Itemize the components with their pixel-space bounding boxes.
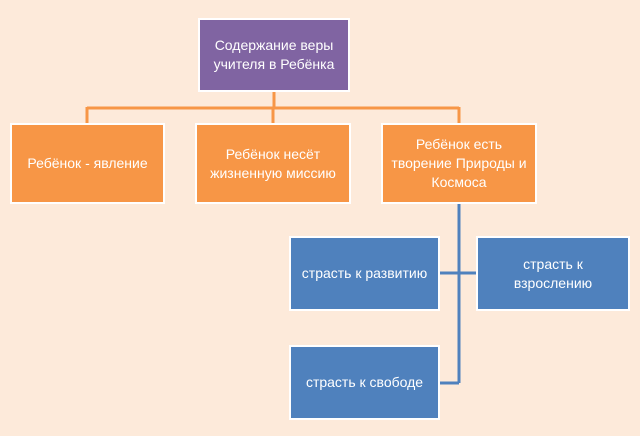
node-label: страсть к взрослению [513, 255, 593, 291]
root-node: Содержание веры учителя в Ребёнка [198, 18, 350, 92]
node-strast-svoboda: страсть к свободе [289, 345, 440, 420]
node-strast-vzroslenie: страсть к взрослению [476, 236, 630, 311]
root-node-label: Содержание веры учителя в Ребёнка [213, 37, 335, 72]
node-strast-razvitie: страсть к развитию [289, 236, 440, 311]
node-label: страсть к свободе [305, 374, 424, 390]
node-rebenok-missiya: Ребёнок несёт жизненную миссию [195, 123, 351, 204]
node-rebenok-yavlenie: Ребёнок - явление [10, 123, 165, 204]
node-label: Ребёнок есть творение Природы и Космоса [391, 136, 527, 190]
node-label: страсть к развитию [301, 265, 428, 281]
node-label: Ребёнок несёт жизненную миссию [210, 145, 336, 181]
node-rebenok-tvorenie: Ребёнок есть творение Природы и Космоса [381, 123, 537, 204]
node-label: Ребёнок - явление [27, 155, 148, 171]
